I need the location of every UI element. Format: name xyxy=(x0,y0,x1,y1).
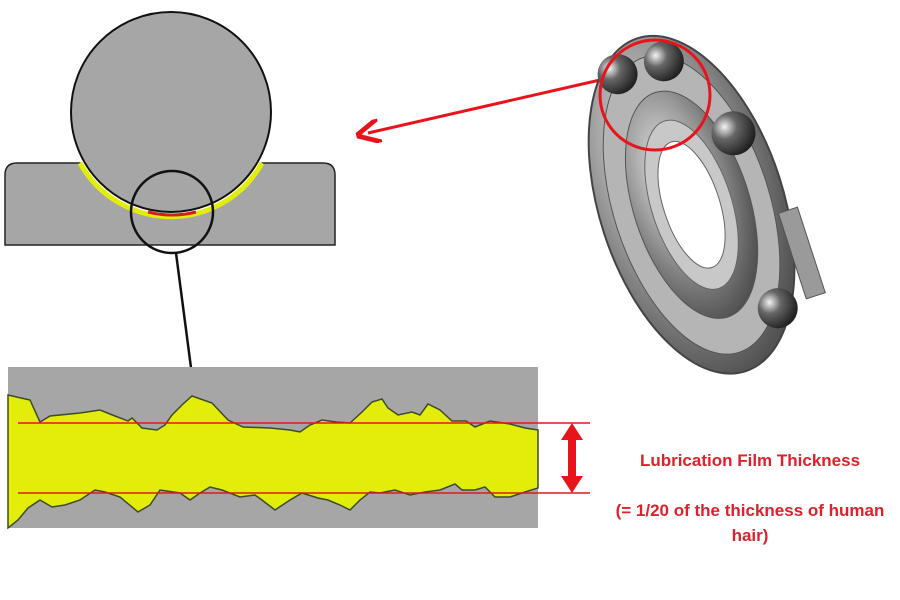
bearing-pointer-arrow xyxy=(368,78,601,133)
film-thickness-label: Lubrication Film Thickness xyxy=(639,451,861,470)
thickness-double-arrow xyxy=(561,423,583,493)
detail-circle xyxy=(129,169,215,255)
ball xyxy=(70,11,272,213)
ball-in-race-section xyxy=(4,11,336,255)
ball-bearing-image xyxy=(587,34,826,375)
contact-zone xyxy=(147,210,197,217)
highlight-circle xyxy=(598,38,712,152)
comparison-label: (= 1/20 of the thickness of human hair) xyxy=(615,501,885,545)
magnified-film-section xyxy=(7,367,590,530)
lubricant-film-arc xyxy=(77,161,265,220)
zoom-arrow xyxy=(174,252,193,383)
